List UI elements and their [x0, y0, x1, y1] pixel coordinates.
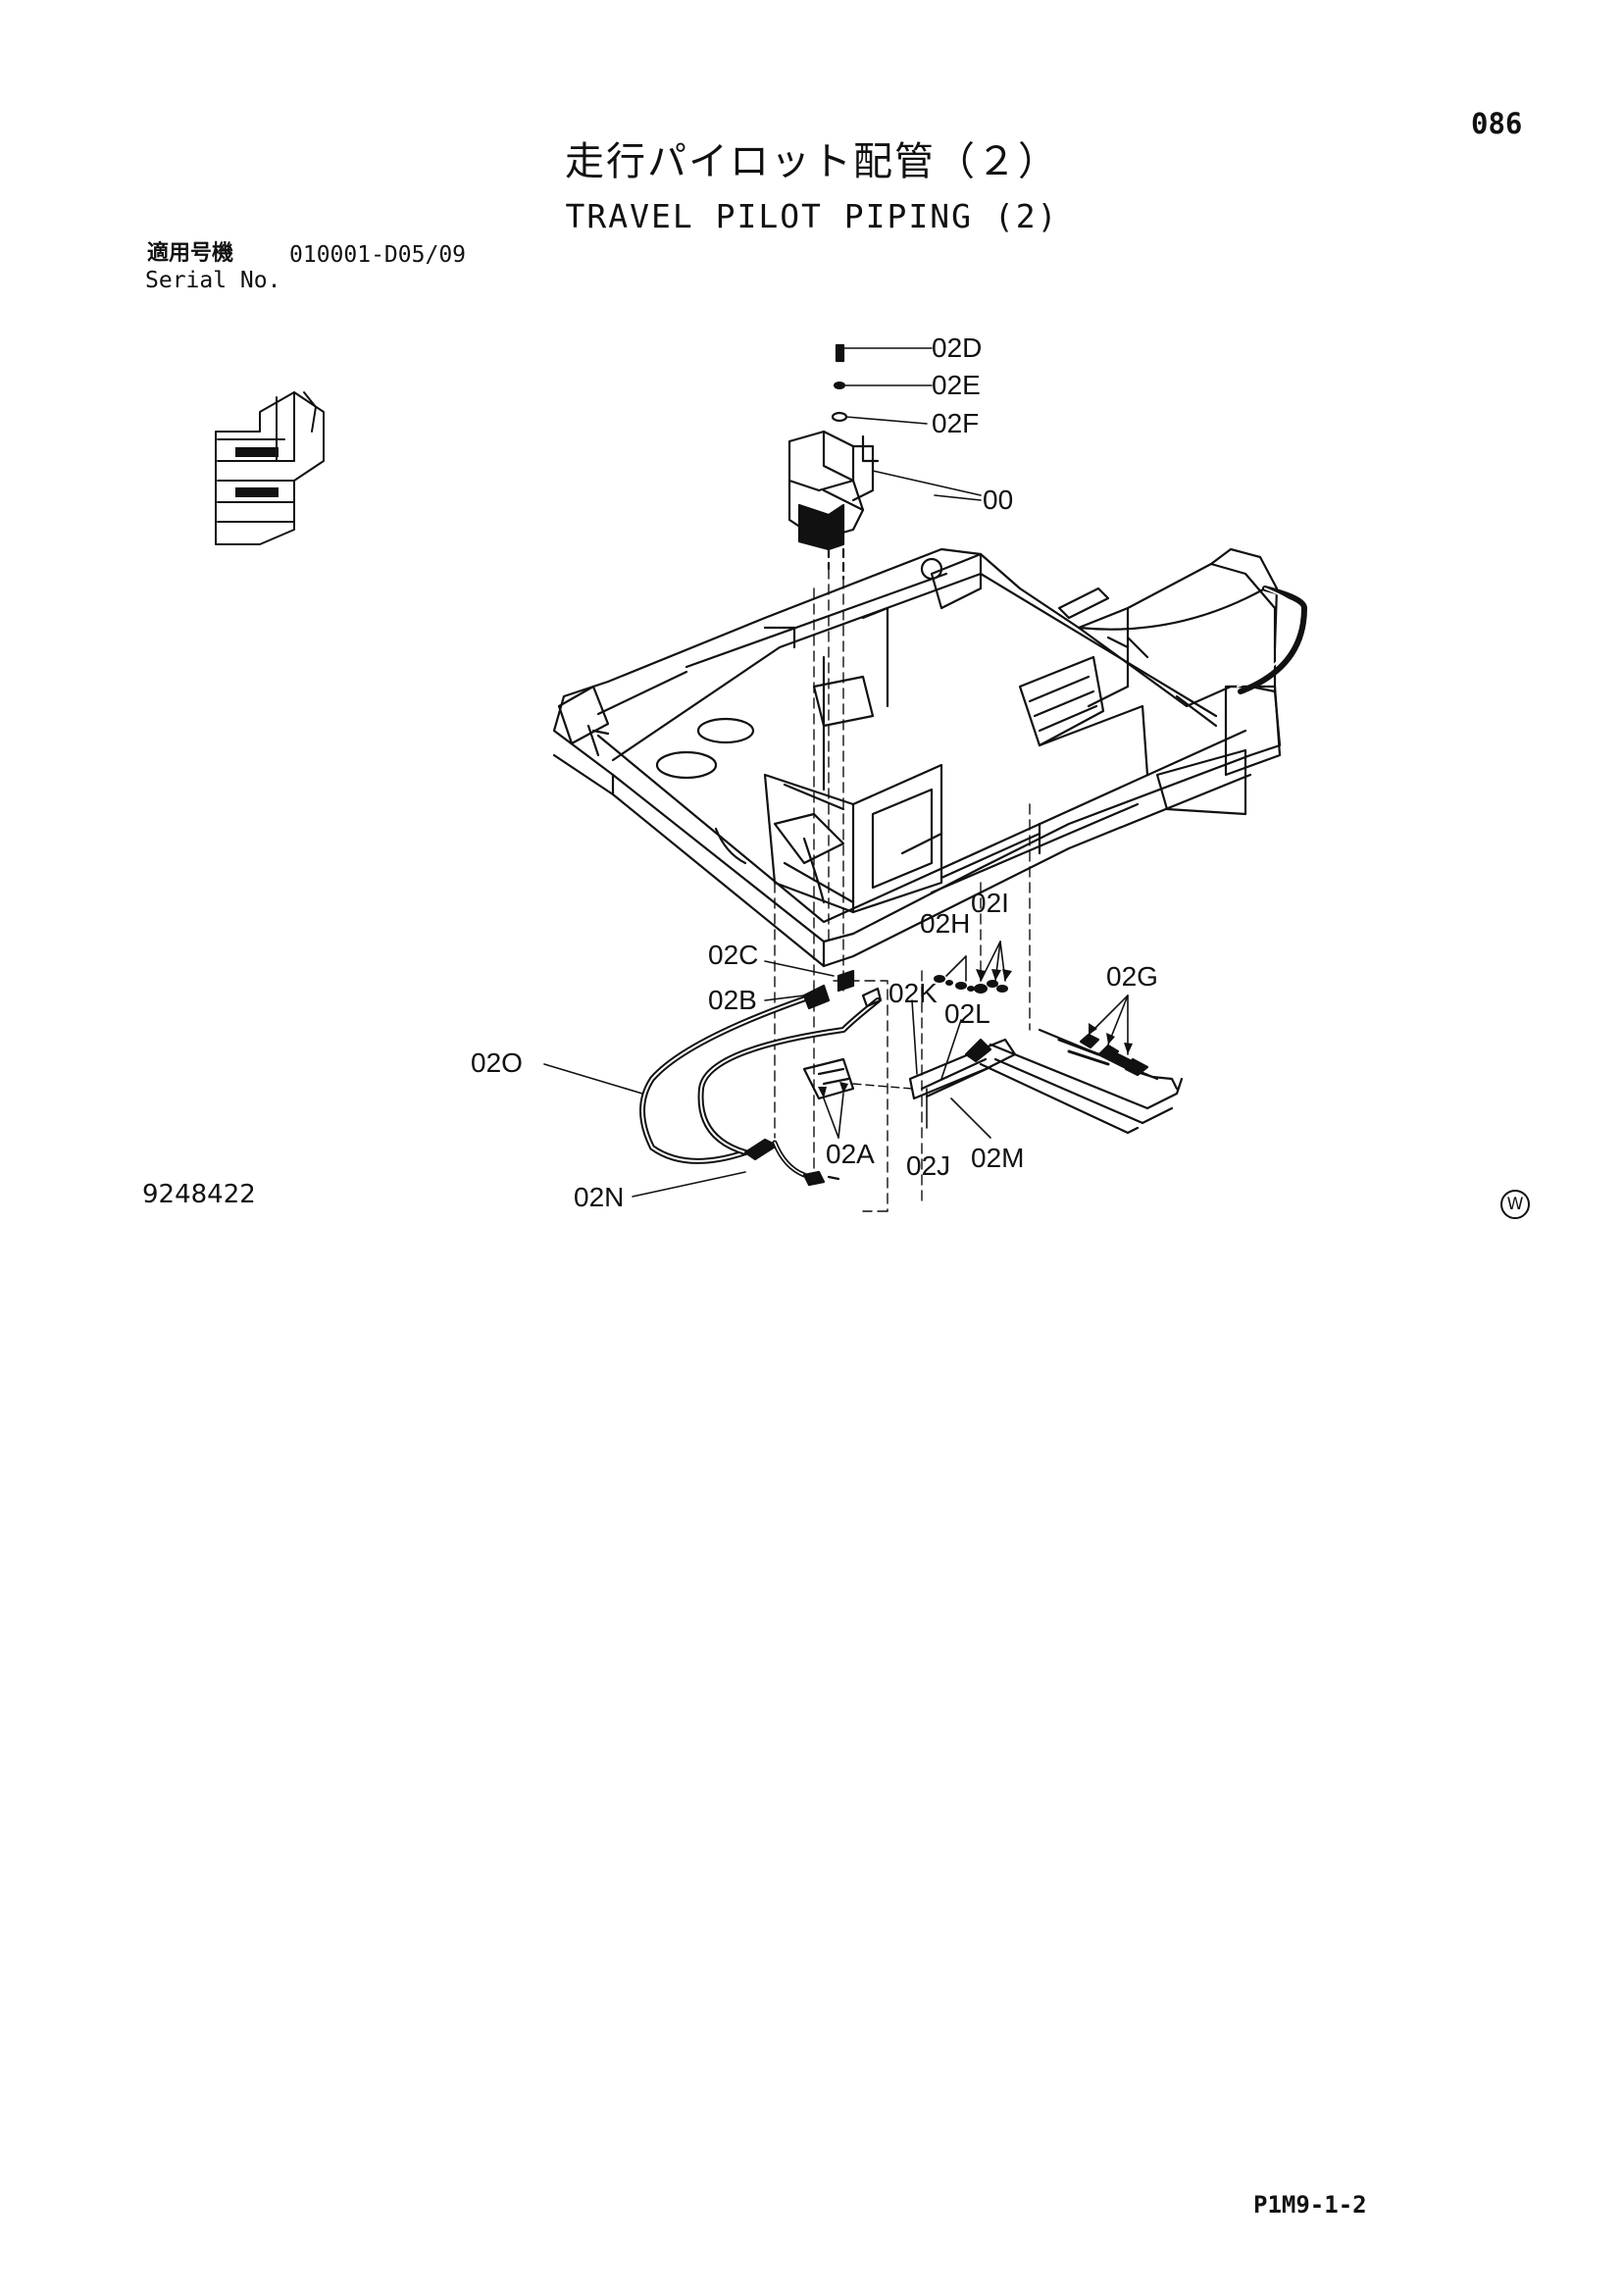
serial-label-english: Serial No. — [145, 268, 281, 293]
callout-02o: 02O — [471, 1047, 523, 1078]
hoses — [639, 969, 1184, 1187]
callout-labels: 02D 02E 02F 00 02I 02H 02C 02B 02K 02L 0… — [471, 332, 1158, 1212]
callout-02e: 02E — [932, 370, 981, 400]
callout-02m: 02M — [971, 1143, 1024, 1173]
callout-02i: 02I — [971, 888, 1009, 918]
callout-02f: 02F — [932, 408, 979, 438]
callout-02c: 02C — [708, 940, 758, 970]
page-title-japanese: 走行パイロット配管（２） — [565, 139, 1059, 184]
page-title-english: TRAVEL PILOT PIPING (2) — [565, 197, 1059, 235]
drawing-number: 9248422 — [142, 1180, 256, 1209]
serial-range: 010001-D05/09 — [289, 242, 467, 268]
fittings — [934, 975, 1008, 994]
page-code: P1M9-1-2 — [1253, 2191, 1367, 2219]
callout-02b: 02B — [708, 985, 757, 1015]
callout-02j: 02J — [906, 1150, 950, 1181]
serial-label-japanese: 適用号機 — [147, 241, 234, 266]
locator-thumbnail — [215, 391, 325, 545]
callout-02a: 02A — [826, 1139, 875, 1169]
callout-02g: 02G — [1106, 961, 1158, 992]
callout-02h: 02H — [920, 908, 970, 939]
callout-02n: 02N — [574, 1182, 624, 1212]
valve-assembly — [787, 343, 982, 581]
w-mark: W — [1500, 1190, 1530, 1219]
page-number: 086 — [1471, 107, 1523, 140]
callout-02d: 02D — [932, 332, 982, 363]
callout-02k: 02K — [888, 978, 938, 1008]
arrowheads — [818, 969, 1133, 1098]
upper-frame — [552, 547, 1307, 968]
callout-02l: 02L — [944, 998, 990, 1029]
callout-00: 00 — [983, 485, 1013, 515]
